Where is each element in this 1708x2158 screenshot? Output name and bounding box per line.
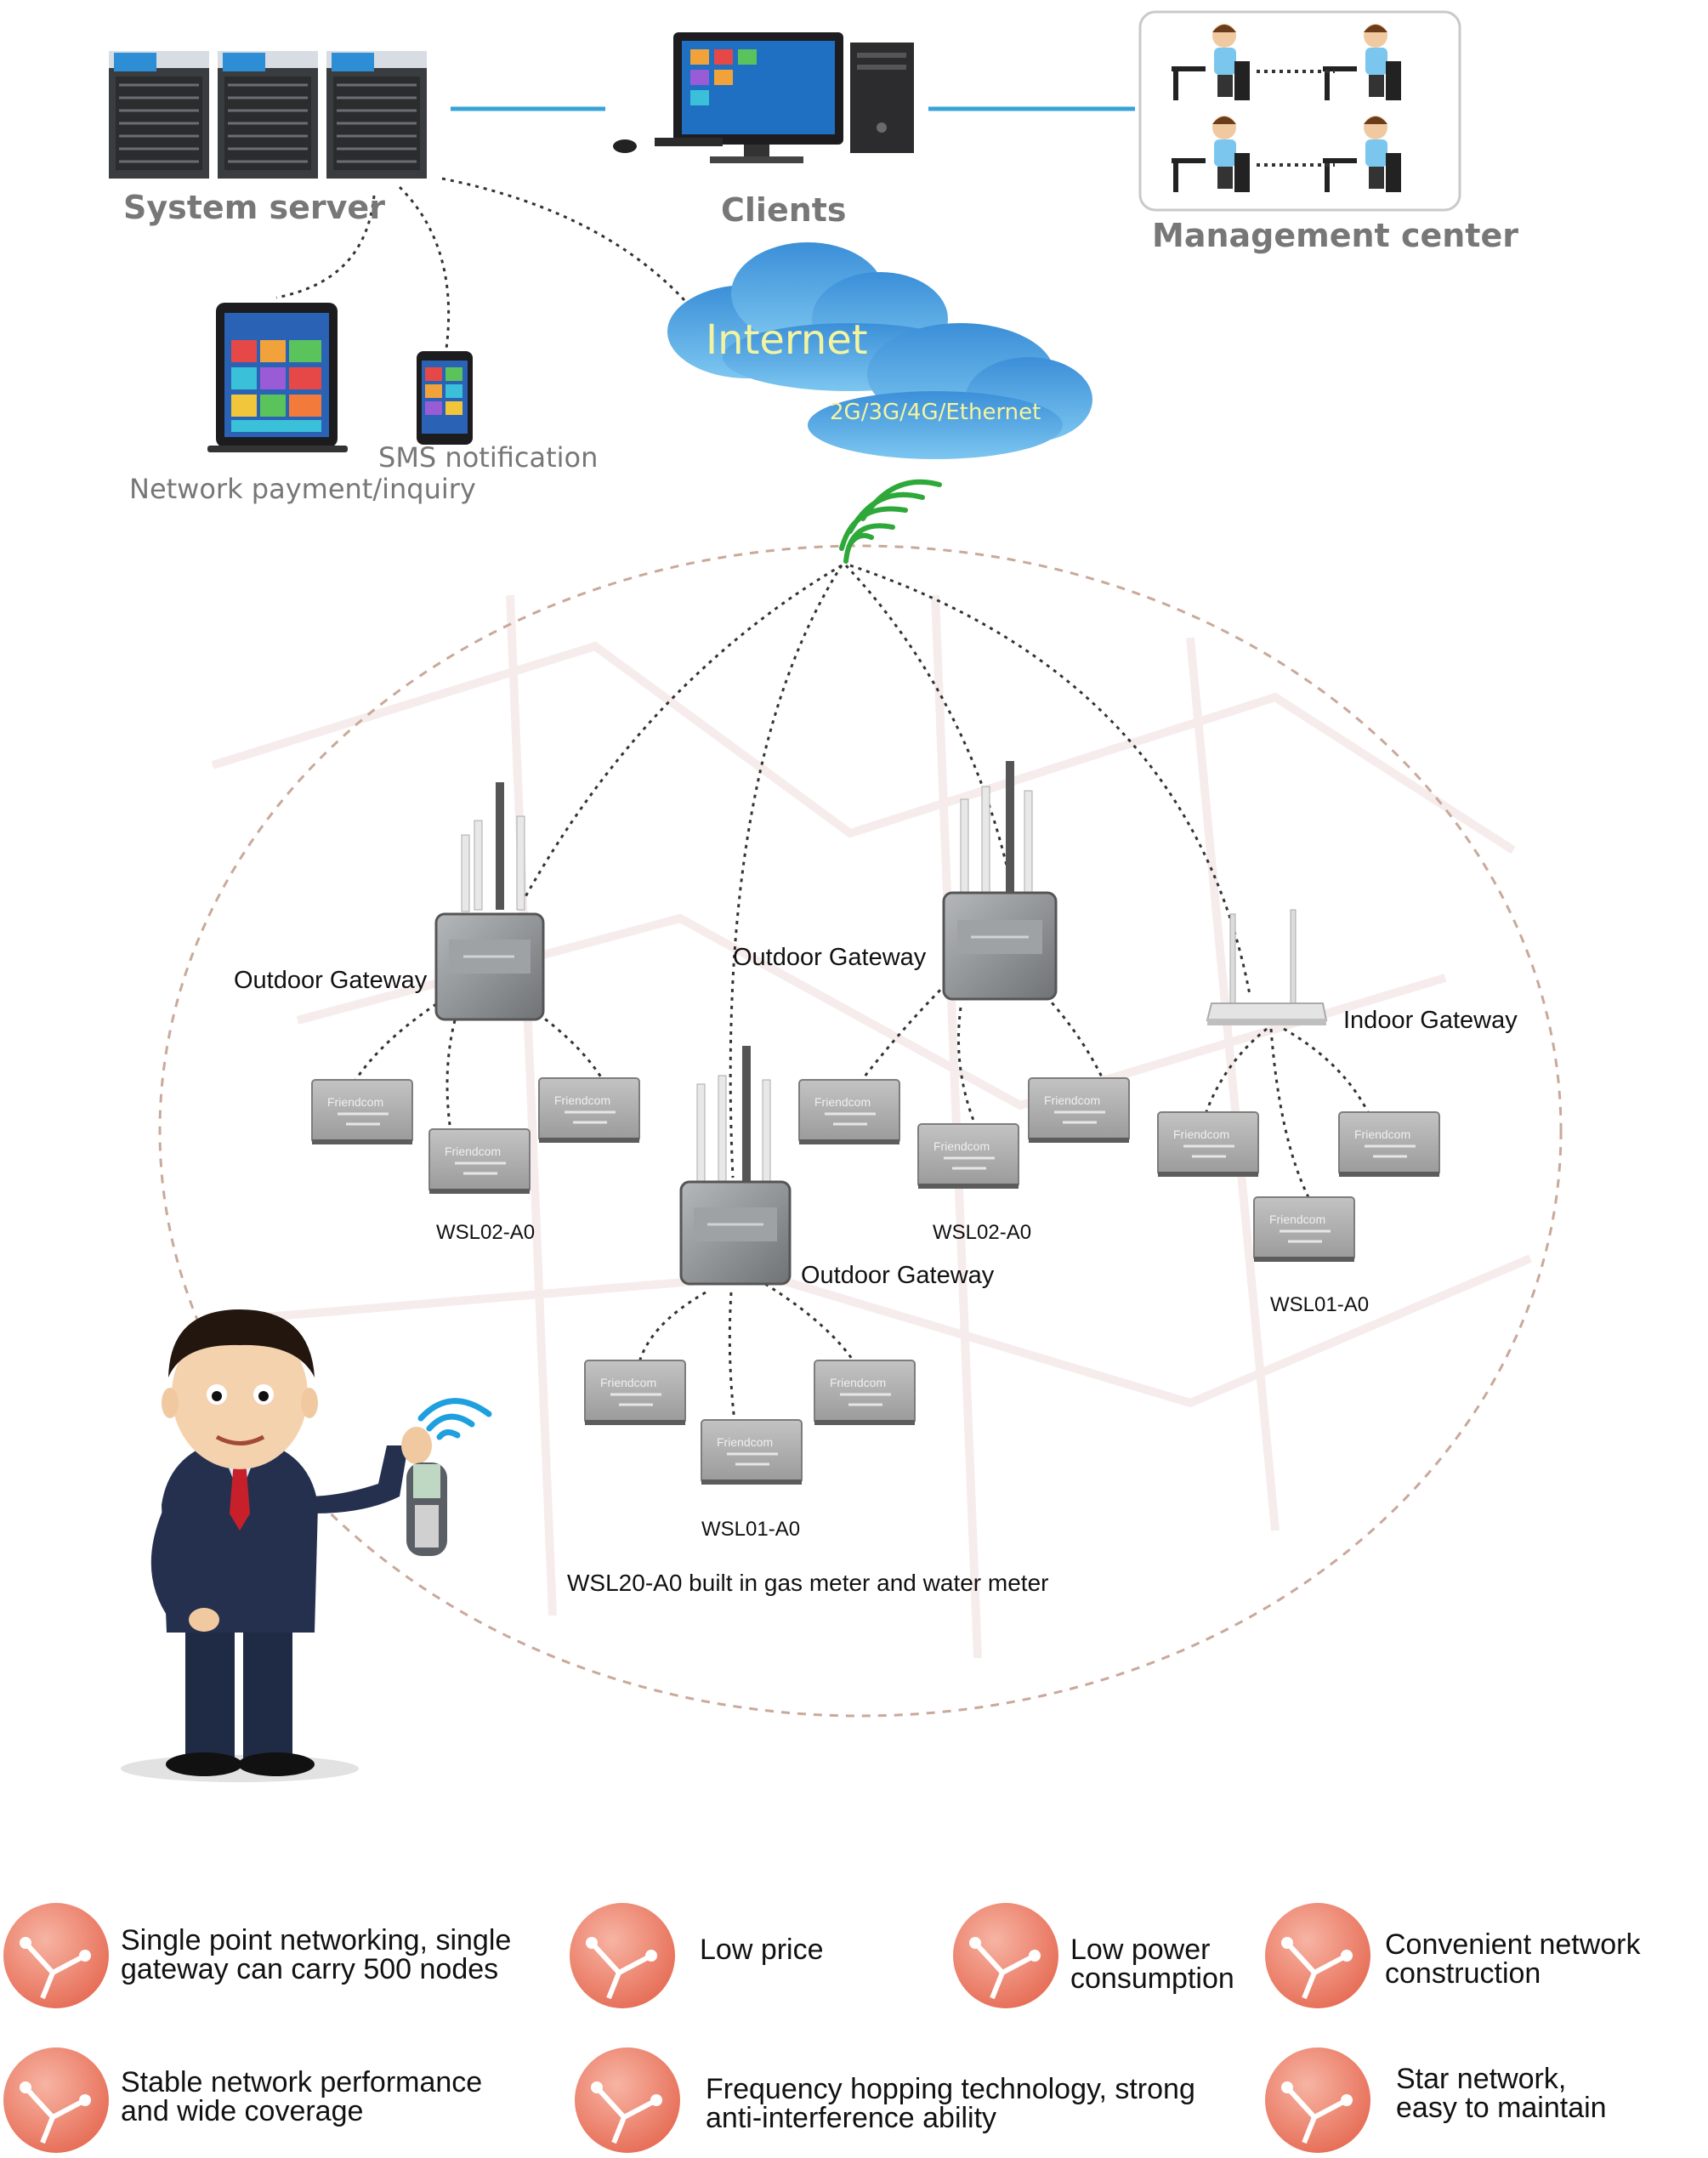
businessman-icon bbox=[121, 1309, 447, 1782]
feature-line: Frequency hopping technology, strong bbox=[706, 2073, 1195, 2105]
feature-line: consumption bbox=[1070, 1962, 1234, 1995]
module-brand-label: Friendcom bbox=[600, 1376, 657, 1389]
module-brand-label: Friendcom bbox=[1173, 1127, 1230, 1141]
module-brand-label: Friendcom bbox=[1354, 1127, 1411, 1141]
feature-line: and wide coverage bbox=[121, 2095, 364, 2127]
feature-item: Star network, easy to maintain bbox=[1396, 2064, 1607, 2122]
module-brand-label: Friendcom bbox=[933, 1139, 990, 1153]
outdoor-gateway-left-label: Outdoor Gateway bbox=[234, 967, 428, 994]
cloud-icon bbox=[667, 242, 1092, 459]
management-center-label: Management center bbox=[1152, 217, 1518, 254]
operator-icon bbox=[1172, 116, 1250, 192]
module-center-label: WSL02-A0 bbox=[933, 1221, 1032, 1244]
clients-label: Clients bbox=[721, 191, 847, 229]
link-outdoor-left bbox=[521, 564, 843, 902]
operator-icon bbox=[1323, 116, 1401, 192]
server-tablet-link bbox=[275, 195, 376, 299]
feature-circle-icon bbox=[3, 1903, 109, 2008]
feature-circle-icon bbox=[1265, 1903, 1370, 2008]
feature-item: Convenient network construction bbox=[1385, 1930, 1641, 1988]
link-outdoor-bottom bbox=[729, 565, 843, 1178]
feature-circle-icon bbox=[953, 1903, 1058, 2008]
module-brand-label: Friendcom bbox=[1044, 1093, 1101, 1107]
outdoor-gateway-bottom-label: Outdoor Gateway bbox=[801, 1262, 995, 1289]
feature-line: Single point networking, single bbox=[121, 1924, 512, 1956]
outdoor-gateway-center-icon bbox=[942, 761, 1058, 1001]
module-brand-label: Friendcom bbox=[327, 1095, 384, 1109]
module-left-label: WSL02-A0 bbox=[436, 1221, 536, 1244]
network-types-label: 2G/3G/4G/Ethernet bbox=[830, 400, 1041, 425]
server-rack-icon bbox=[109, 51, 427, 179]
feature-item: Single point networking, single gateway … bbox=[121, 1926, 511, 1984]
link-outdoor-center bbox=[844, 564, 1012, 881]
feature-line: Convenient network bbox=[1385, 1928, 1641, 1961]
module-brand-label: Friendcom bbox=[1269, 1212, 1326, 1226]
tablet-icon bbox=[207, 303, 348, 452]
link-indoor bbox=[849, 564, 1251, 996]
handheld-signal-icon bbox=[417, 1398, 492, 1440]
coverage-circle bbox=[158, 544, 1563, 1718]
operator-icon bbox=[1323, 24, 1401, 100]
smartphone-icon bbox=[417, 351, 473, 445]
module-indoor-label: WSL01-A0 bbox=[1270, 1293, 1370, 1316]
server-internet-link bbox=[441, 177, 699, 315]
feature-line: Low power bbox=[1070, 1934, 1211, 1966]
outdoor-gateway-bottom-icon bbox=[679, 1046, 792, 1286]
internet-label: Internet bbox=[706, 316, 868, 364]
feature-line: Stable network performance bbox=[121, 2066, 483, 2098]
module-brand-label: Friendcom bbox=[830, 1376, 887, 1389]
module-brand-label: Friendcom bbox=[814, 1095, 871, 1109]
feature-line: Star network, bbox=[1396, 2063, 1567, 2095]
operator-icon bbox=[1172, 24, 1250, 100]
feature-line: easy to maintain bbox=[1396, 2092, 1607, 2124]
feature-item: Stable network performance and wide cove… bbox=[121, 2068, 482, 2126]
feature-item: Frequency hopping technology, strong ant… bbox=[706, 2075, 1195, 2132]
wireless-signal-icon bbox=[839, 479, 942, 564]
indoor-gateway-icon bbox=[1206, 909, 1328, 1025]
system-server-label: System server bbox=[123, 189, 385, 226]
feature-circle-icon bbox=[575, 2047, 680, 2153]
module-bottom-label: WSL01-A0 bbox=[701, 1518, 801, 1541]
module-brand-label: Friendcom bbox=[554, 1093, 611, 1107]
outdoor-gateway-left-icon bbox=[434, 782, 545, 1021]
feature-circle-icon bbox=[1265, 2047, 1370, 2153]
module-caption: WSL20-A0 built in gas meter and water me… bbox=[567, 1570, 1049, 1596]
module-brand-label: Friendcom bbox=[445, 1144, 502, 1158]
feature-line: gateway can carry 500 nodes bbox=[121, 1953, 499, 1985]
feature-circle-icon bbox=[570, 1903, 675, 2008]
feature-line: anti-interference ability bbox=[706, 2102, 997, 2134]
feature-circle-icon bbox=[3, 2047, 109, 2153]
feature-item: Low price bbox=[700, 1935, 824, 1964]
network-payment-label: Network payment/inquiry bbox=[129, 473, 476, 505]
outdoor-gateway-center-label: Outdoor Gateway bbox=[733, 944, 927, 971]
desktop-computer-icon bbox=[613, 32, 914, 163]
sms-notification-label: SMS notification bbox=[378, 441, 599, 474]
management-center-panel bbox=[1138, 10, 1461, 212]
feature-line: Low price bbox=[700, 1934, 824, 1966]
feature-line: construction bbox=[1385, 1957, 1541, 1990]
server-phone-link bbox=[398, 185, 451, 349]
module-brand-label: Friendcom bbox=[717, 1435, 774, 1449]
indoor-gateway-label: Indoor Gateway bbox=[1343, 1007, 1518, 1034]
feature-item: Low power consumption bbox=[1070, 1935, 1234, 1993]
